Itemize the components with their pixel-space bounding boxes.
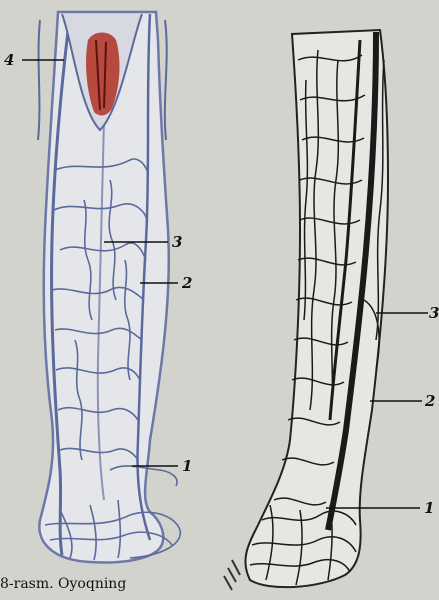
label-left-2: 2 <box>181 274 192 292</box>
label-left-3: 3 <box>172 233 182 251</box>
figure-caption: 8-rasm. Oyoqning <box>0 576 126 592</box>
label-right-2: 2 <box>424 392 435 410</box>
label-left-1: 1 <box>182 457 192 475</box>
label-right-3: 3 <box>429 304 439 322</box>
label-right-1: 1 <box>424 499 434 517</box>
label-left-4: 4 <box>4 51 14 69</box>
